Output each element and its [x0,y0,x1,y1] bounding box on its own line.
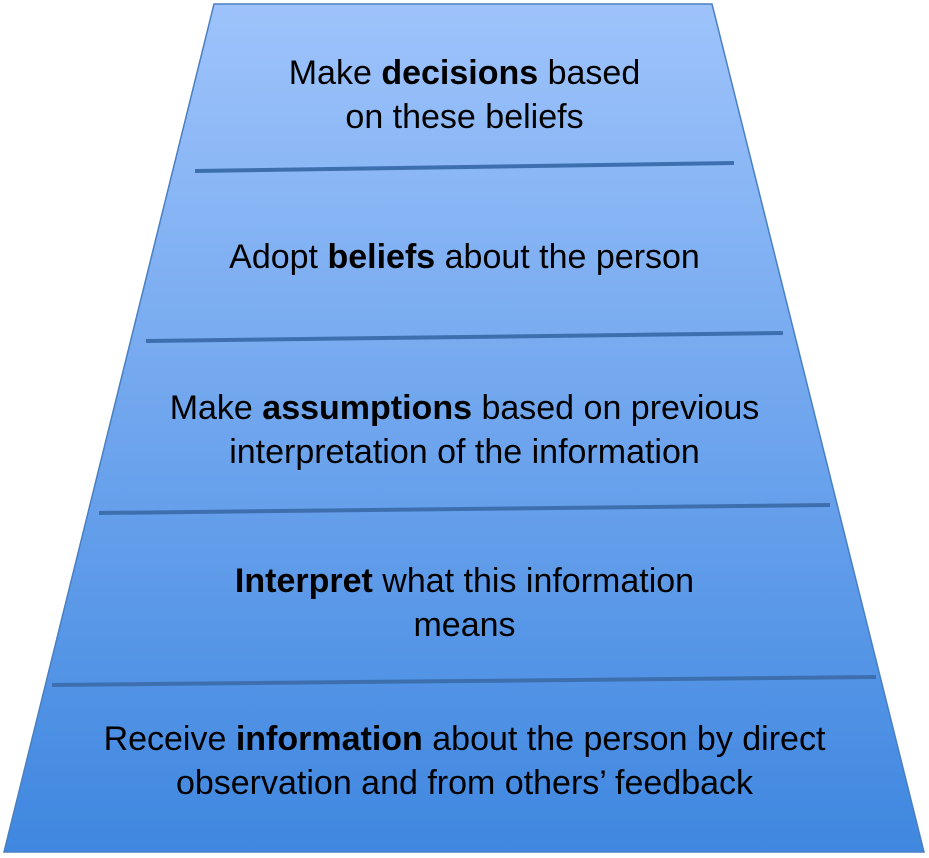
level-interpret-line2: means [413,606,516,644]
level-interpret-line1: Interpret what this information [234,562,695,600]
level-decisions: Make decisions based on these beliefs [0,51,929,139]
divider-4 [51,675,877,687]
divider-3 [98,503,831,515]
level-assumptions-line2: interpretation of the information [229,433,700,471]
divider-1 [194,161,735,173]
pyramid-shape [3,3,925,853]
level-assumptions-line1: Make assumptions based on previous [169,389,760,427]
level-beliefs-line1: Adopt beliefs about the person [229,238,700,276]
level-information: Receive information about the person by … [0,717,929,805]
level-information-line1: Receive information about the person by … [103,720,826,758]
level-assumptions: Make assumptions based on previous inter… [0,386,929,474]
level-decisions-line2: on these beliefs [345,98,584,136]
level-beliefs: Adopt beliefs about the person [0,235,929,279]
divider-2 [145,331,784,343]
level-decisions-line1: Make decisions based [288,54,641,92]
level-interpret: Interpret what this information means [0,559,929,647]
level-information-line2: observation and from others’ feedback [175,764,754,802]
